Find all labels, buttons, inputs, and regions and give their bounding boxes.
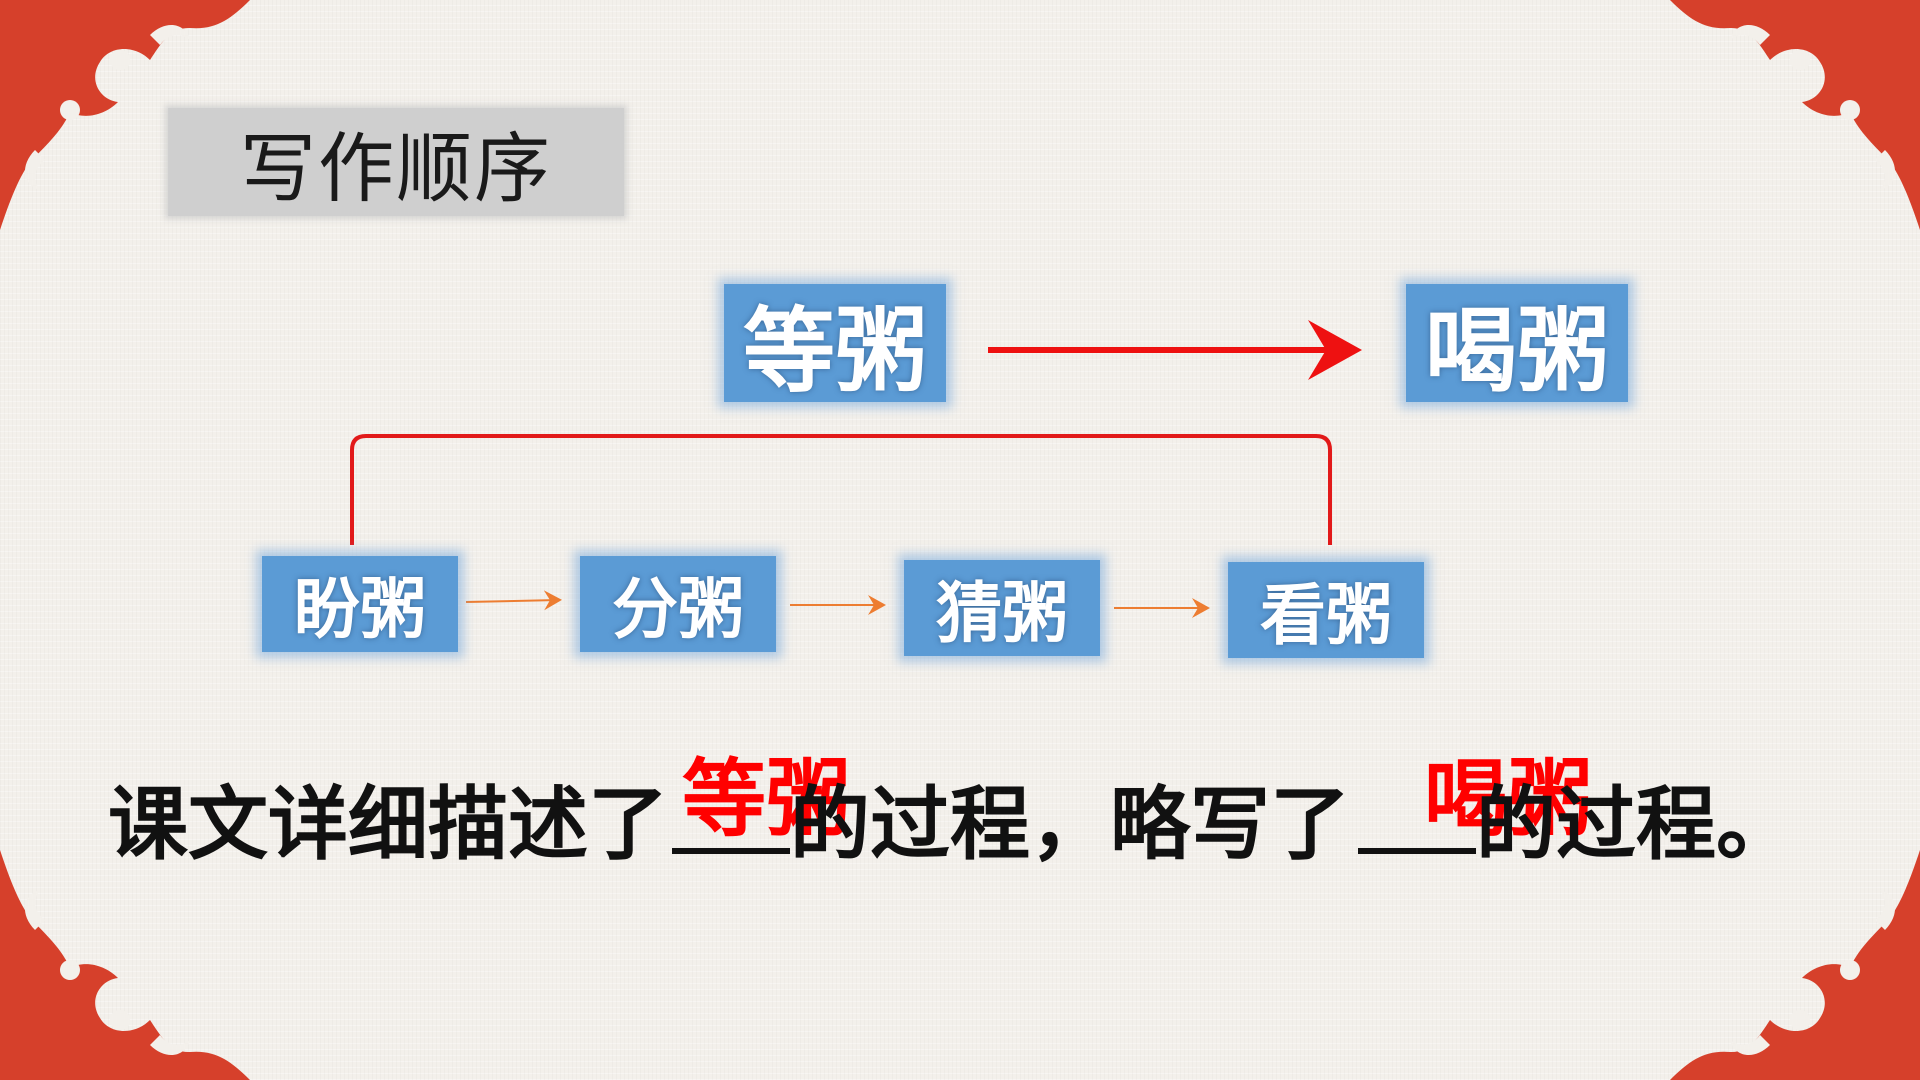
arrow-pan-to-fen (465, 590, 562, 611)
blank-2 (1358, 848, 1476, 854)
slide-title: 写作顺序 (168, 108, 624, 216)
blank-1 (672, 848, 790, 854)
sentence-part-2: 的过程，略写了 (790, 778, 1350, 871)
node-he-zhou: 喝粥 (1406, 284, 1628, 405)
fill-in-sentence: 课文详细描述了 等粥 的过程，略写了 喝粥 的过程。 (108, 750, 1808, 880)
sentence-part-1: 课文详细描述了 (108, 778, 668, 871)
corner-ornament-bottom-right (1670, 850, 1920, 1080)
node-pan-zhou: 盼粥 (262, 556, 458, 652)
bracket-line (350, 434, 1332, 545)
corner-ornament-top-left (0, 0, 250, 230)
answer-1: 等粥 (682, 750, 851, 848)
node-deng-zhou: 等粥 (724, 284, 946, 405)
node-cai-zhou: 猜粥 (904, 560, 1100, 656)
corner-ornament-bottom-left (0, 850, 250, 1080)
corner-ornament-top-right (1670, 0, 1920, 230)
answer-2: 喝粥 (1424, 750, 1593, 848)
sentence-part-3: 的过程。 (1476, 778, 1796, 871)
node-fen-zhou: 分粥 (580, 556, 776, 652)
node-kan-zhou: 看粥 (1228, 562, 1424, 658)
